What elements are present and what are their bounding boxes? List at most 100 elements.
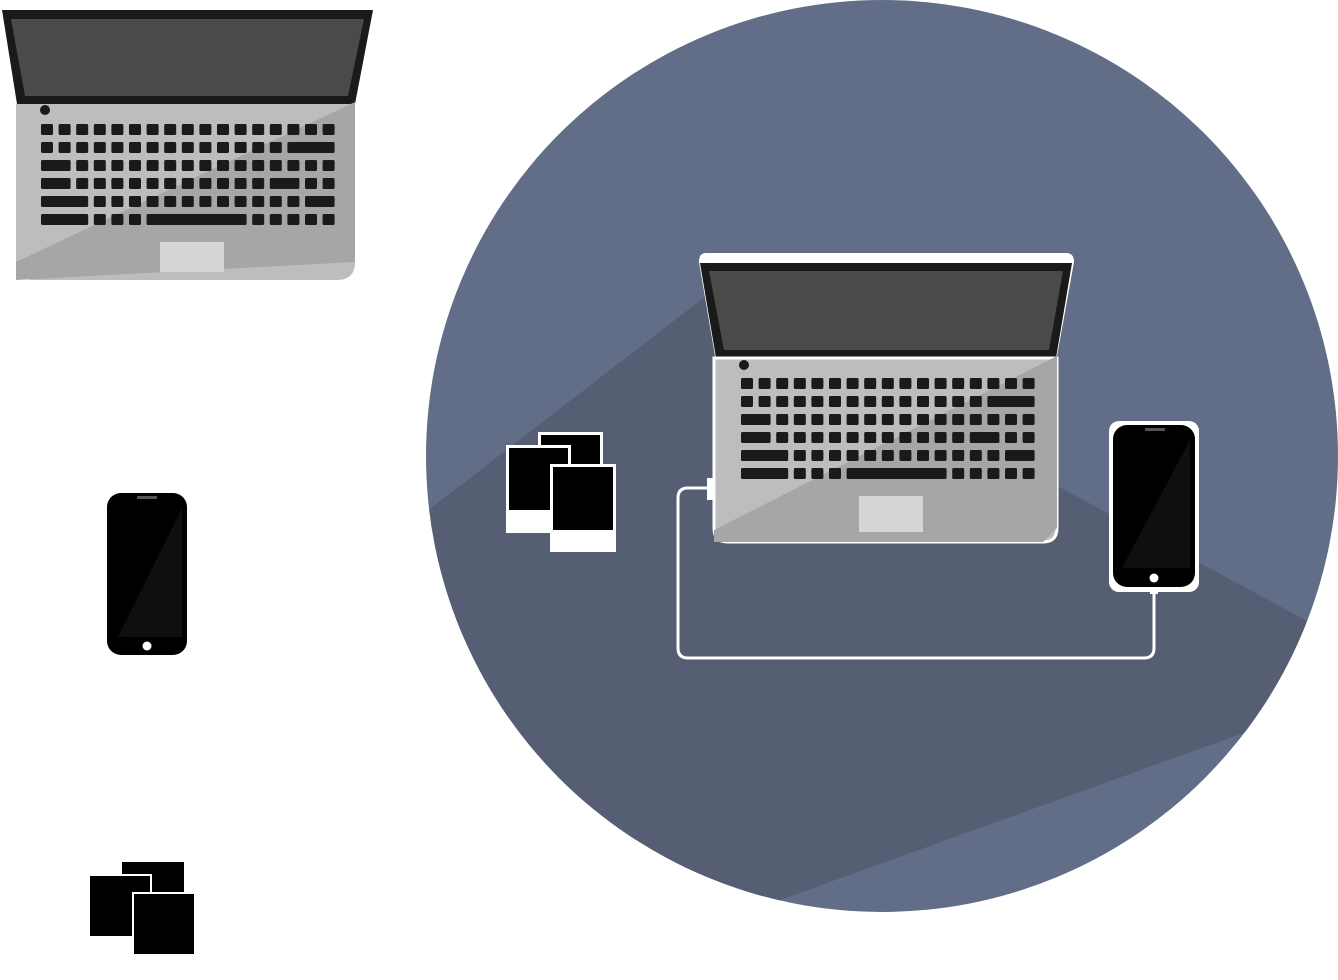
keyboard-key bbox=[793, 396, 806, 407]
keyboard-key bbox=[181, 124, 194, 135]
keyboard-key bbox=[1005, 468, 1017, 479]
keyboard-key bbox=[1005, 378, 1017, 389]
keyboard-key bbox=[146, 178, 159, 189]
keyboard-key bbox=[829, 378, 841, 389]
keyboard-key bbox=[199, 142, 212, 153]
laptop-screen bbox=[2, 10, 373, 104]
keyboard-key bbox=[917, 414, 929, 425]
keyboard-key bbox=[846, 450, 859, 461]
keyboard-key bbox=[41, 124, 53, 135]
keyboard-key bbox=[164, 196, 177, 207]
keyboard-key bbox=[917, 450, 929, 461]
keyboard-key bbox=[76, 142, 89, 153]
keyboard-key bbox=[234, 196, 247, 207]
keyboard-key bbox=[934, 450, 947, 461]
keyboard-key bbox=[322, 178, 335, 189]
keyboard-key bbox=[881, 396, 894, 407]
smartphone-icon bbox=[107, 493, 187, 655]
keyboard-key bbox=[758, 378, 771, 389]
laptop-touchpad bbox=[160, 242, 224, 272]
keyboard-key bbox=[164, 142, 177, 153]
keyboard-key bbox=[269, 196, 282, 207]
keyboard-key bbox=[305, 196, 335, 207]
keyboard-key bbox=[111, 142, 124, 153]
keyboard-key bbox=[1022, 414, 1035, 425]
keyboard-key bbox=[846, 396, 859, 407]
photo-stack bbox=[506, 432, 616, 552]
keyboard-key bbox=[129, 178, 141, 189]
keyboard-key bbox=[111, 178, 124, 189]
keyboard-key bbox=[829, 450, 841, 461]
keyboard-key bbox=[741, 468, 789, 479]
keyboard-key bbox=[952, 378, 965, 389]
keyboard-key bbox=[811, 432, 824, 443]
keyboard-key bbox=[146, 142, 159, 153]
keyboard-key bbox=[146, 160, 159, 171]
keyboard-key bbox=[287, 160, 300, 171]
keyboard-key bbox=[129, 214, 141, 225]
keyboard-key bbox=[287, 214, 300, 225]
keyboard-key bbox=[93, 196, 106, 207]
keyboard-key bbox=[305, 214, 317, 225]
keyboard-key bbox=[93, 178, 106, 189]
keyboard-key bbox=[305, 160, 317, 171]
keyboard-key bbox=[129, 160, 141, 171]
keyboard-key bbox=[252, 142, 265, 153]
keyboard-key bbox=[969, 432, 1000, 443]
laptop-icon bbox=[699, 253, 1074, 544]
keyboard-key bbox=[181, 160, 194, 171]
keyboard-key bbox=[252, 214, 265, 225]
keyboard-key bbox=[864, 414, 877, 425]
keyboard-key bbox=[287, 142, 335, 153]
keyboard-key bbox=[741, 396, 753, 407]
keyboard-key bbox=[776, 414, 789, 425]
workspace-badge bbox=[426, 0, 1338, 912]
keyboard-key bbox=[776, 378, 789, 389]
keyboard-key bbox=[252, 124, 265, 135]
keyboard-key bbox=[234, 178, 247, 189]
keyboard-key bbox=[741, 378, 753, 389]
keyboard-key bbox=[952, 450, 965, 461]
keyboard-key bbox=[864, 432, 877, 443]
keyboard-key bbox=[58, 124, 71, 135]
keyboard-key bbox=[829, 432, 841, 443]
keyboard-key bbox=[899, 414, 912, 425]
keyboard-key bbox=[146, 124, 159, 135]
keyboard-key bbox=[199, 178, 212, 189]
keyboard-key bbox=[899, 378, 912, 389]
keyboard-key bbox=[76, 178, 89, 189]
keyboard-key bbox=[217, 196, 229, 207]
keyboard-key bbox=[1022, 468, 1035, 479]
keyboard-key bbox=[881, 378, 894, 389]
keyboard-key bbox=[181, 196, 194, 207]
keyboard-key bbox=[952, 468, 965, 479]
keyboard-key bbox=[181, 142, 194, 153]
keyboard-key bbox=[41, 196, 89, 207]
keyboard-key bbox=[741, 432, 771, 443]
keyboard-key bbox=[969, 414, 982, 425]
keyboard-key bbox=[322, 160, 335, 171]
laptop-icon bbox=[2, 10, 373, 280]
keyboard-key bbox=[881, 432, 894, 443]
keyboard-key bbox=[252, 160, 265, 171]
keyboard-key bbox=[969, 396, 982, 407]
keyboard-key bbox=[181, 178, 194, 189]
keyboard-key bbox=[829, 468, 841, 479]
keyboard-key bbox=[234, 124, 247, 135]
keyboard-key bbox=[234, 160, 247, 171]
keyboard-key bbox=[741, 450, 789, 461]
keyboard-key bbox=[111, 214, 124, 225]
keyboard-key bbox=[41, 160, 71, 171]
keyboard-key bbox=[41, 178, 71, 189]
photo-stack-icon bbox=[88, 862, 196, 956]
keyboard-key bbox=[952, 414, 965, 425]
keyboard-key bbox=[952, 396, 965, 407]
keyboard-key bbox=[76, 124, 89, 135]
keyboard-key bbox=[899, 450, 912, 461]
keyboard-key bbox=[93, 160, 106, 171]
keyboard-key bbox=[1022, 432, 1035, 443]
keyboard-key bbox=[1005, 414, 1017, 425]
keyboard-key bbox=[793, 450, 806, 461]
keyboard-key bbox=[41, 214, 89, 225]
keyboard-key bbox=[129, 124, 141, 135]
